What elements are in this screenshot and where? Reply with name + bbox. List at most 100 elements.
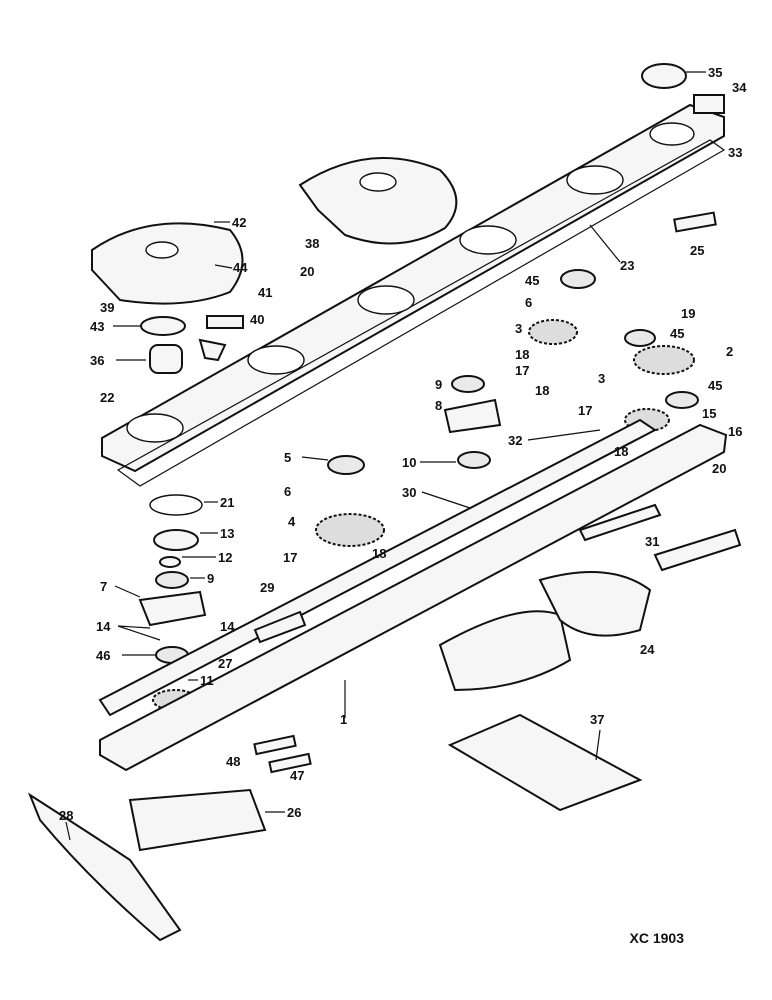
callout-label: 4: [288, 514, 296, 529]
callout-label: 22: [100, 390, 114, 405]
callout-label: 23: [620, 258, 634, 273]
cap-13: [153, 529, 199, 551]
callout-label: 32: [508, 433, 522, 448]
plate-47: [268, 752, 312, 774]
callout-label: 45: [525, 273, 539, 288]
callout-label: 9: [435, 377, 442, 392]
callout-label: 5: [284, 450, 291, 465]
bearing-45: [665, 391, 699, 409]
callout-label: 36: [90, 353, 104, 368]
callout-label: 33: [728, 145, 742, 160]
disc-hub: [145, 241, 179, 259]
callout-label: 47: [290, 768, 304, 783]
callout-label: 18: [515, 347, 529, 362]
bearing-5: [327, 455, 365, 475]
skid-24b: [538, 571, 652, 637]
callout-label: 45: [670, 326, 684, 341]
bar-hole: [649, 122, 695, 146]
bar-hole: [357, 285, 415, 315]
callout-label: 2: [726, 344, 733, 359]
callout-label: 15: [702, 406, 716, 421]
callout-label: 13: [220, 526, 234, 541]
callout-label: 29: [260, 580, 274, 595]
ring-21: [149, 494, 203, 516]
callout-label: 17: [515, 363, 529, 378]
skid-24c: [653, 528, 742, 572]
part-40: [198, 338, 227, 362]
part-29: [253, 610, 307, 644]
callout-label: 3: [515, 321, 522, 336]
shoe-37: [447, 713, 643, 812]
callout-label: 8: [435, 398, 442, 413]
callout-label: 46: [96, 648, 110, 663]
callout-label: 14: [220, 619, 235, 634]
bearing-9: [451, 375, 485, 393]
callout-label: 26: [287, 805, 301, 820]
callout-label: 11: [200, 673, 214, 688]
callout-label: 41: [258, 285, 272, 300]
gear-2: [633, 345, 695, 375]
washer-43: [140, 316, 186, 336]
strip-31: [578, 503, 662, 542]
callout-label: 42: [232, 215, 246, 230]
bar-hole: [566, 165, 624, 195]
callout-label: 25: [690, 243, 704, 258]
disc-39: [91, 222, 244, 305]
plate-41: [206, 315, 244, 329]
callout-label: 3: [598, 371, 605, 386]
callout-label: 45: [708, 378, 722, 393]
callout-label: 20: [712, 461, 726, 476]
ring-35: [641, 63, 687, 89]
bearing-10: [457, 451, 491, 469]
callout-label: 31: [645, 534, 659, 549]
strip-30: [98, 418, 657, 717]
callout-label: 28: [59, 808, 73, 823]
bar-hole: [247, 345, 305, 375]
callout-label: 18: [535, 383, 549, 398]
callout-label: 18: [614, 444, 628, 459]
bearing-9: [155, 571, 189, 589]
callout-label: 6: [525, 295, 532, 310]
callout-label: 1: [340, 712, 347, 727]
callout-label: 10: [402, 455, 416, 470]
disc-hub: [359, 172, 397, 192]
callout-label: 9: [207, 571, 214, 586]
plate-25: [673, 211, 717, 233]
bearing-45: [560, 269, 596, 289]
ring-12: [159, 556, 181, 568]
sleeve-36: [149, 344, 183, 374]
callout-label: 37: [590, 712, 604, 727]
plate-48: [253, 734, 297, 756]
callout-label: 14: [96, 619, 111, 634]
housing-7: [138, 590, 207, 627]
skid-26: [128, 788, 267, 852]
callout-label: 48: [226, 754, 240, 769]
callout-label: 39: [100, 300, 114, 315]
plate-34: [693, 94, 725, 114]
callout-label: 19: [681, 306, 695, 321]
gear-4: [315, 513, 385, 547]
upper-bar-gasket: [116, 139, 726, 487]
callout-label: 34: [732, 80, 747, 95]
callout-label: 12: [218, 550, 232, 565]
callout-label: 30: [402, 485, 416, 500]
callout-label: 43: [90, 319, 104, 334]
bar-hole: [459, 225, 517, 255]
callout-label: 21: [220, 495, 234, 510]
callout-label: 35: [708, 65, 722, 80]
upper-cutter-bar: [101, 103, 725, 473]
skid-24a: [438, 610, 572, 692]
callout-label: 16: [728, 424, 742, 439]
bar-hole: [126, 413, 184, 443]
housing-8: [443, 398, 502, 434]
callout-label: 17: [578, 403, 592, 418]
callout-label: 7: [100, 579, 107, 594]
callout-label: 17: [283, 550, 297, 565]
callout-labels: 35 34 33 42 44 38 25 23 20 39 41 45 6 19…: [59, 65, 747, 841]
disc-38: [298, 157, 458, 245]
callout-label: 20: [300, 264, 314, 279]
callout-label: 38: [305, 236, 319, 251]
gear-3: [528, 319, 578, 345]
callout-label: 6: [284, 484, 291, 499]
